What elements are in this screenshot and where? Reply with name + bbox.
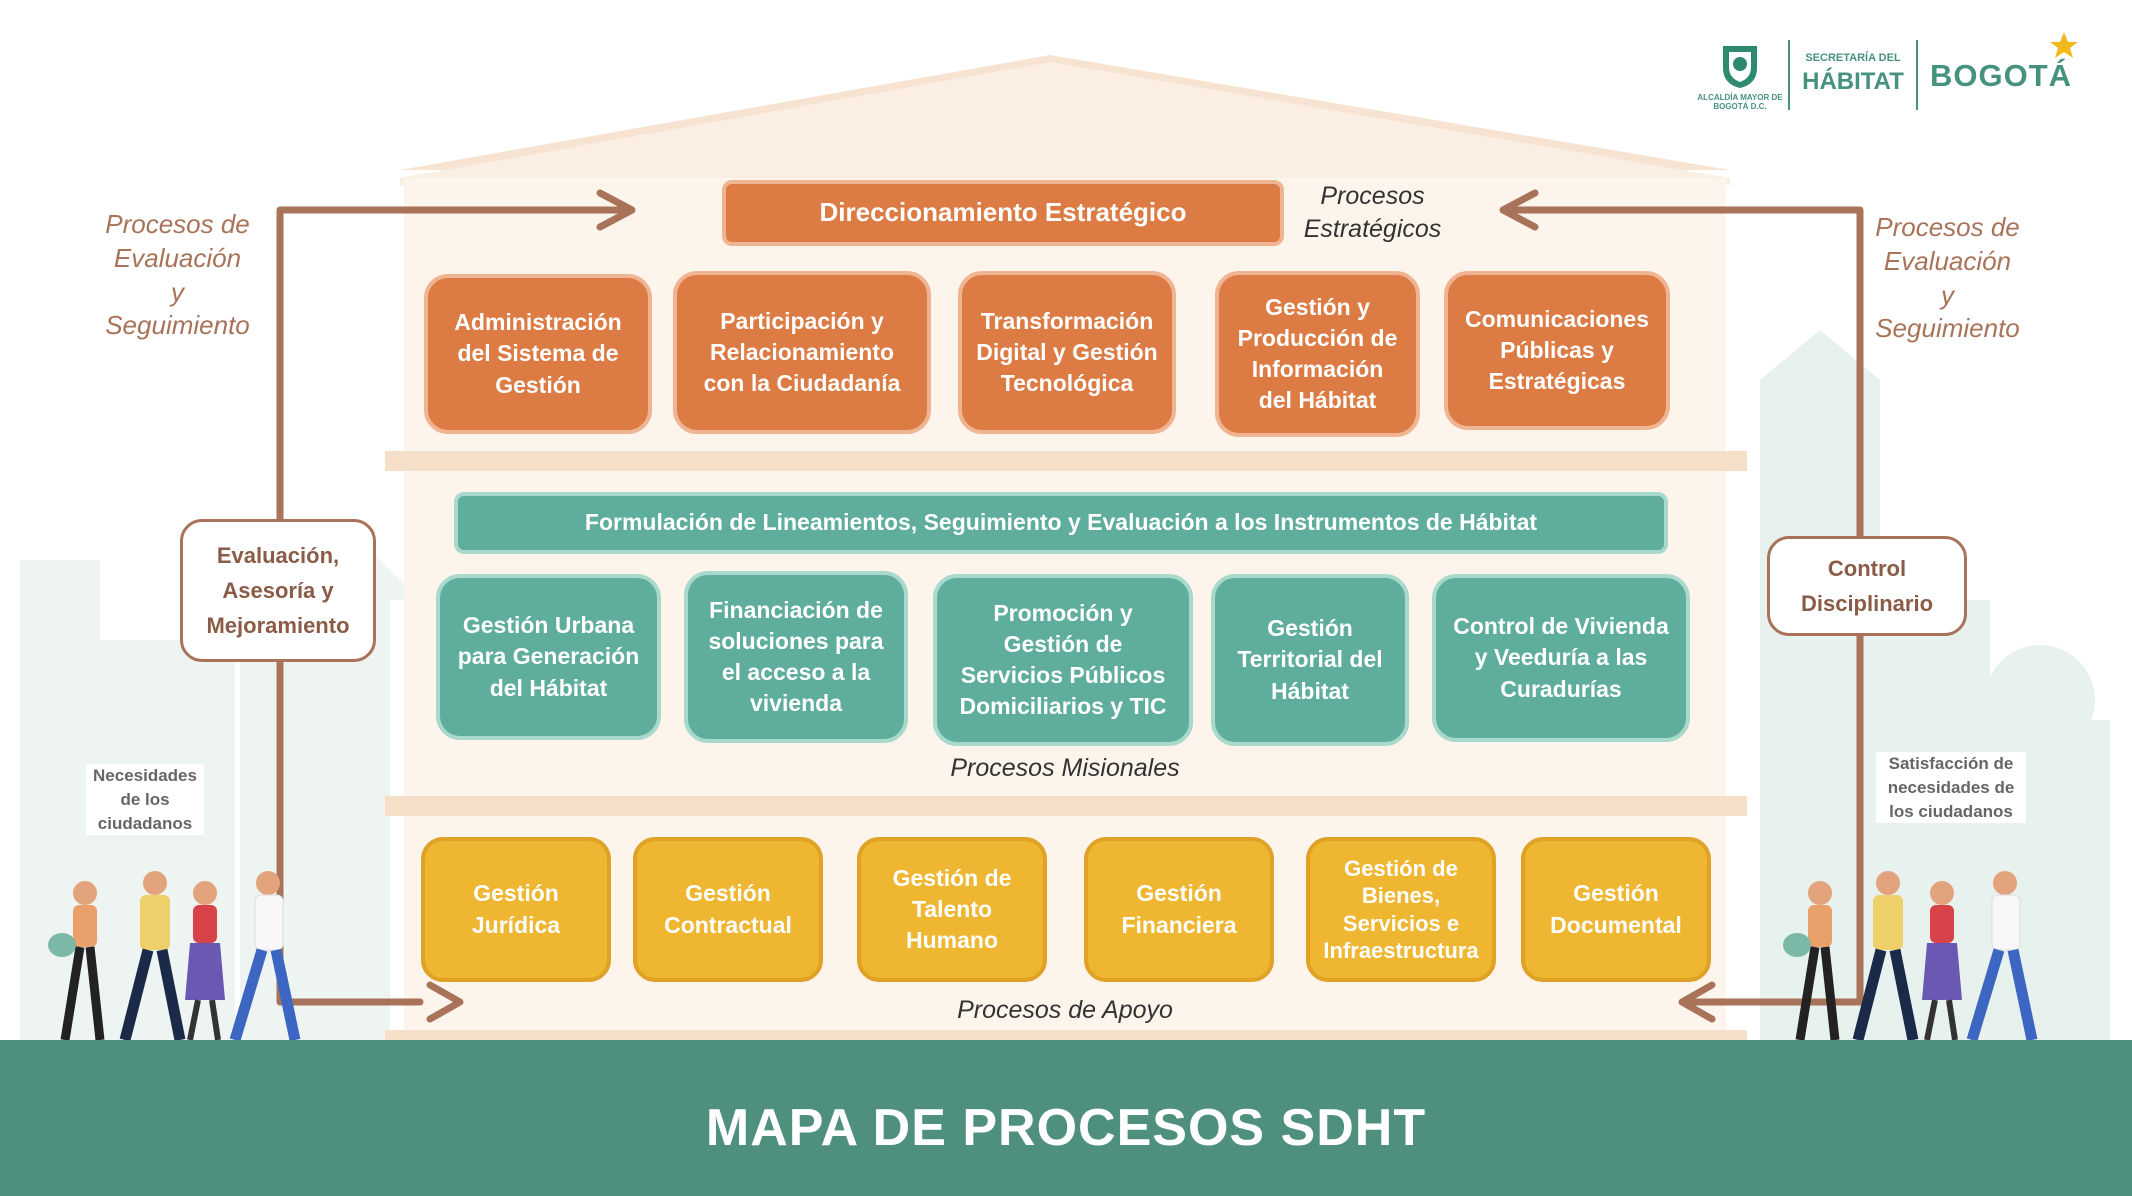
page-title: MAPA DE PROCESOS SDHT: [705, 1099, 1427, 1157]
footer-band: [0, 1040, 2132, 1196]
support-box-3: Gestión de Talento Humano: [857, 837, 1047, 982]
left-side-label: Procesos de Evaluación y Seguimiento: [105, 209, 250, 341]
missional-box-4: Gestión Territorial del Hábitat: [1211, 574, 1409, 746]
support-label: Procesos de Apoyo: [957, 996, 1173, 1024]
strategic-box-3: Transformación Digital y Gestión Tecnoló…: [958, 271, 1176, 434]
floor-separator: [385, 451, 1747, 471]
missional-box-5: Control de Vivienda y Veeduría a las Cur…: [1432, 574, 1690, 742]
missional-box-2: Financiación de soluciones para el acces…: [684, 571, 908, 743]
star-icon: [2050, 32, 2078, 58]
missional-box-3: Promoción y Gestión de Servicios Público…: [933, 574, 1193, 746]
strategic-box-2: Participación y Relacionamiento con la C…: [673, 271, 931, 434]
city-left-silhouette: [20, 540, 420, 1040]
evaluation-box: Evaluación, Asesoría y Mejoramiento: [180, 519, 376, 662]
floor-separator: [385, 796, 1747, 816]
logo-divider: [1788, 40, 1790, 110]
citizens-needs-label: Necesidades de los ciudadanos: [86, 764, 204, 836]
support-box-5: Gestión de Bienes, Servicios e Infraestr…: [1306, 837, 1496, 982]
disciplinary-control-box: Control Disciplinario: [1767, 536, 1967, 636]
missional-label: Procesos Misionales: [950, 754, 1180, 782]
strategic-box-5: Comunicaciones Públicas y Estratégicas: [1444, 271, 1670, 430]
secretaria-logo-line2: HÁBITAT: [1802, 68, 1904, 95]
logo-divider: [1916, 40, 1918, 110]
support-box-1: Gestión Jurídica: [421, 837, 611, 982]
strategic-label: Procesos Estratégicos: [1303, 182, 1442, 243]
bogota-logo-text: BOGOTÁ: [1929, 58, 2073, 93]
secretaria-logo-line1: SECRETARÍA DEL: [1805, 52, 1901, 64]
people-left-illustration: [48, 871, 301, 1042]
strategic-box-4: Gestión y Producción de Información del …: [1215, 271, 1420, 437]
support-box-4: Gestión Financiera: [1084, 837, 1274, 982]
coat-of-arms-icon: [1723, 46, 1757, 88]
support-box-2: Gestión Contractual: [633, 837, 823, 982]
right-side-label: Procesos de Evaluación y Seguimiento: [1875, 212, 2020, 344]
missional-banner: Formulación de Lineamientos, Seguimiento…: [454, 492, 1668, 554]
missional-box-1: Gestión Urbana para Generación del Hábit…: [436, 574, 661, 740]
people-right-illustration: [1783, 871, 2038, 1042]
citizens-satisfaction-label: Satisfacción de necesidades de los ciuda…: [1876, 752, 2026, 824]
alcaldia-logo-text: ALCALDÍA MAYOR DE BOGOTÁ D.C.: [1697, 93, 1783, 111]
strategic-banner: Direccionamiento Estratégico: [722, 180, 1284, 246]
logo-group: ALCALDÍA MAYOR DE BOGOTÁ D.C. SECRETARÍA…: [1690, 30, 2090, 120]
strategic-box-1: Administración del Sistema de Gestión: [424, 274, 652, 434]
support-box-6: Gestión Documental: [1521, 837, 1711, 982]
